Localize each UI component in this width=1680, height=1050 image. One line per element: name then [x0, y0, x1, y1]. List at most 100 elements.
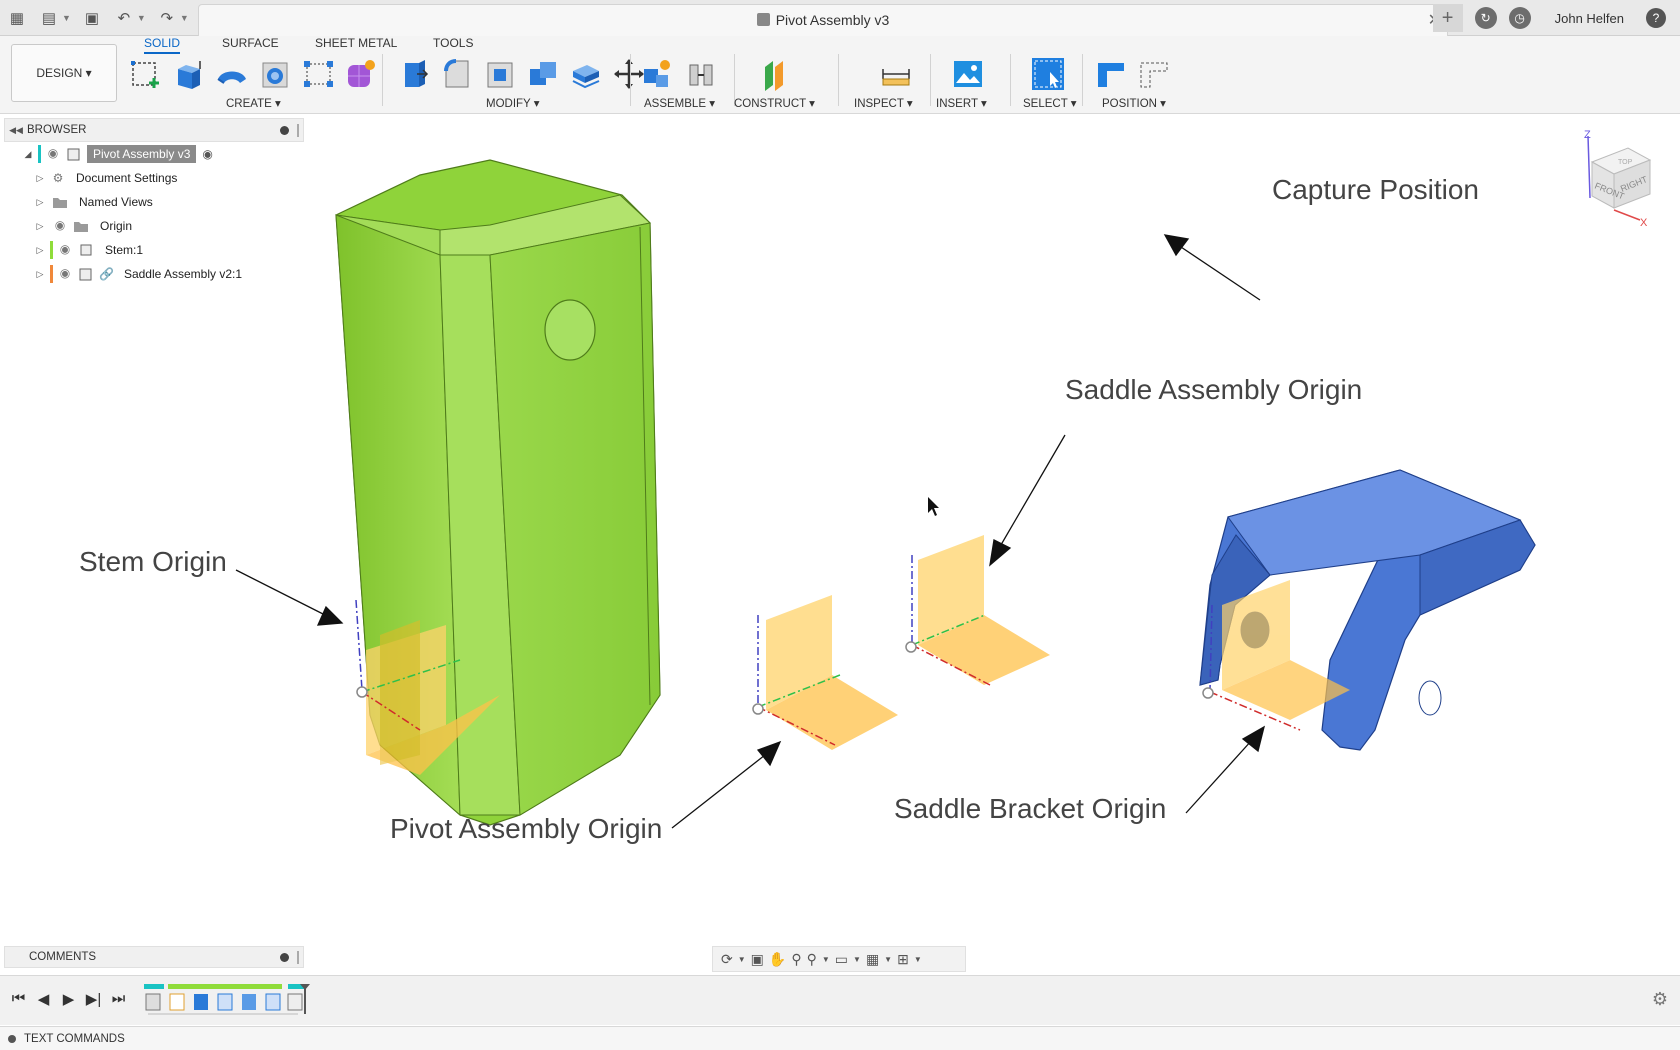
collapse-panel-icon[interactable]: ◀◀: [9, 124, 23, 135]
inspect-group-label[interactable]: INSPECT ▾: [854, 98, 913, 110]
capture-position-icon[interactable]: [1094, 56, 1130, 92]
panel-grip-icon[interactable]: [297, 951, 299, 964]
tab-solid[interactable]: SOLID: [144, 36, 181, 54]
measure-icon[interactable]: [878, 56, 914, 92]
assemble-group-label[interactable]: ASSEMBLE ▾: [644, 98, 715, 110]
select-icon[interactable]: [1030, 56, 1066, 92]
hole-icon[interactable]: [257, 56, 293, 92]
fillet-icon[interactable]: [439, 56, 475, 92]
extrude-icon[interactable]: [171, 56, 207, 92]
select-group-label[interactable]: SELECT ▾: [1023, 98, 1077, 110]
timeline-settings-gear-icon[interactable]: ⚙: [1651, 989, 1668, 1009]
tab-sheet-metal[interactable]: SHEET METAL: [315, 36, 398, 50]
insert-group-label[interactable]: INSERT ▾: [936, 98, 987, 110]
joint-icon[interactable]: [683, 56, 719, 92]
grid-caret-icon[interactable]: ▼: [884, 954, 893, 964]
file-icon[interactable]: ▤: [41, 10, 57, 27]
expand-triangle-icon[interactable]: ▷: [36, 244, 44, 255]
new-tab-icon[interactable]: +: [1432, 4, 1463, 32]
expand-triangle-icon[interactable]: ▷: [36, 196, 44, 207]
stem-origin-point[interactable]: [356, 686, 368, 698]
redo-caret-icon[interactable]: ▼: [179, 13, 189, 23]
comments-panel[interactable]: COMMENTS: [4, 946, 304, 968]
workspace-switcher[interactable]: DESIGN ▾: [11, 44, 117, 102]
create-form-icon[interactable]: [343, 56, 379, 92]
offset-plane-icon[interactable]: [756, 56, 792, 92]
position-group-label[interactable]: POSITION ▾: [1102, 98, 1166, 110]
zoom-icon[interactable]: ⚲: [791, 950, 802, 967]
apps-grid-icon[interactable]: ▦: [9, 10, 25, 27]
pattern-icon[interactable]: [300, 56, 336, 92]
undo-caret-icon[interactable]: ▼: [136, 13, 146, 23]
combine-icon[interactable]: [525, 56, 561, 92]
tab-surface[interactable]: SURFACE: [222, 36, 279, 50]
redo-icon[interactable]: ↷: [160, 10, 174, 27]
activate-radio-icon[interactable]: ◉: [202, 147, 213, 161]
minimize-icon[interactable]: [280, 126, 289, 135]
pan-icon[interactable]: ✋: [768, 950, 787, 967]
create-sketch-icon[interactable]: [128, 56, 164, 92]
tab-tools[interactable]: TOOLS: [433, 36, 474, 50]
press-pull-icon[interactable]: [396, 56, 432, 92]
tree-item-named-views[interactable]: ▷ Named Views: [4, 190, 304, 214]
offset-face-icon[interactable]: [568, 56, 604, 92]
undo-icon[interactable]: ↶: [117, 10, 131, 27]
zoom-window-icon[interactable]: ⚲: [806, 950, 817, 967]
create-group-label[interactable]: CREATE ▾: [226, 98, 281, 110]
pivot-origin-point[interactable]: [752, 703, 764, 715]
timeline-forward-icon[interactable]: ▶|: [85, 991, 102, 1008]
move-copy-icon[interactable]: [611, 56, 647, 92]
view-cube[interactable]: Z X FRONT RIGHT TOP: [1580, 128, 1660, 229]
tree-item-saddle-assembly[interactable]: ▷ ◉ 🔗 Saddle Assembly v2:1: [4, 262, 304, 286]
job-status-icon[interactable]: ↻: [1474, 7, 1497, 29]
visibility-eye-icon[interactable]: ◉: [59, 266, 71, 280]
insert-image-icon[interactable]: [950, 56, 986, 92]
expand-triangle-icon[interactable]: ▷: [36, 268, 44, 279]
timeline-end-icon[interactable]: ⏭: [111, 990, 126, 1007]
canvas-viewport[interactable]: Capture Position Saddle Assembly Origin …: [0, 115, 1680, 955]
revert-position-icon[interactable]: [1137, 56, 1173, 92]
look-at-icon[interactable]: ▣: [750, 950, 764, 967]
revolve-icon[interactable]: [214, 56, 250, 92]
user-name[interactable]: John Helfen: [1554, 10, 1624, 26]
timeline-play-icon[interactable]: ▶: [62, 991, 75, 1008]
display-settings-icon[interactable]: ▭: [834, 950, 849, 967]
text-commands-toggle-icon[interactable]: [8, 1034, 16, 1043]
expand-triangle-icon[interactable]: ▷: [36, 172, 44, 183]
text-commands-bar[interactable]: TEXT COMMANDS: [0, 1026, 1680, 1050]
visibility-eye-icon[interactable]: ◉: [59, 242, 71, 256]
saddle-bracket-origin-point[interactable]: [1202, 687, 1214, 699]
panel-grip-icon[interactable]: [297, 124, 299, 137]
tree-item-root[interactable]: ◢ ◉ Pivot Assembly v3 ◉: [4, 142, 304, 166]
timeline-start-icon[interactable]: ⏮: [11, 990, 26, 1007]
file-menu-caret-icon[interactable]: ▼: [62, 13, 71, 23]
viewports-icon[interactable]: ⊞: [897, 950, 909, 967]
expand-triangle-icon[interactable]: ◢: [24, 148, 32, 159]
tree-item-document-settings[interactable]: ▷ ⚙ Document Settings: [4, 166, 304, 190]
zoom-caret-icon[interactable]: ▼: [821, 954, 830, 964]
display-caret-icon[interactable]: ▼: [853, 954, 861, 964]
viewcube-top-face[interactable]: TOP: [1618, 159, 1633, 166]
expand-triangle-icon[interactable]: ▷: [36, 220, 44, 231]
help-icon[interactable]: ?: [1646, 8, 1666, 28]
construct-group-label[interactable]: CONSTRUCT ▾: [734, 98, 815, 110]
tree-item-stem[interactable]: ▷ ◉ Stem:1: [4, 238, 304, 262]
new-component-icon[interactable]: [640, 56, 676, 92]
shell-icon[interactable]: [482, 56, 518, 92]
tree-item-origin[interactable]: ▷ ◉ Origin: [4, 214, 304, 238]
saddle-assembly-origin-point[interactable]: [905, 641, 917, 653]
viewports-caret-icon[interactable]: ▼: [913, 954, 922, 964]
document-tab[interactable]: Pivot Assembly v3 ✕: [198, 4, 1448, 36]
save-icon[interactable]: ▣: [84, 10, 100, 27]
modify-group-label[interactable]: MODIFY ▾: [486, 98, 540, 110]
notifications-icon[interactable]: ◷: [1508, 7, 1531, 29]
timeline-back-icon[interactable]: ◀: [37, 991, 50, 1008]
orbit-caret-icon[interactable]: ▼: [737, 954, 746, 964]
orbit-icon[interactable]: ⟳: [721, 950, 733, 967]
browser-header[interactable]: ◀◀ BROWSER: [4, 118, 304, 142]
visibility-eye-icon[interactable]: ◉: [47, 146, 59, 160]
add-comment-icon[interactable]: [280, 953, 289, 962]
saddle-bracket-body[interactable]: [1199, 469, 1536, 751]
model-canvas[interactable]: [0, 115, 1680, 955]
timeline-features[interactable]: [140, 984, 320, 1018]
